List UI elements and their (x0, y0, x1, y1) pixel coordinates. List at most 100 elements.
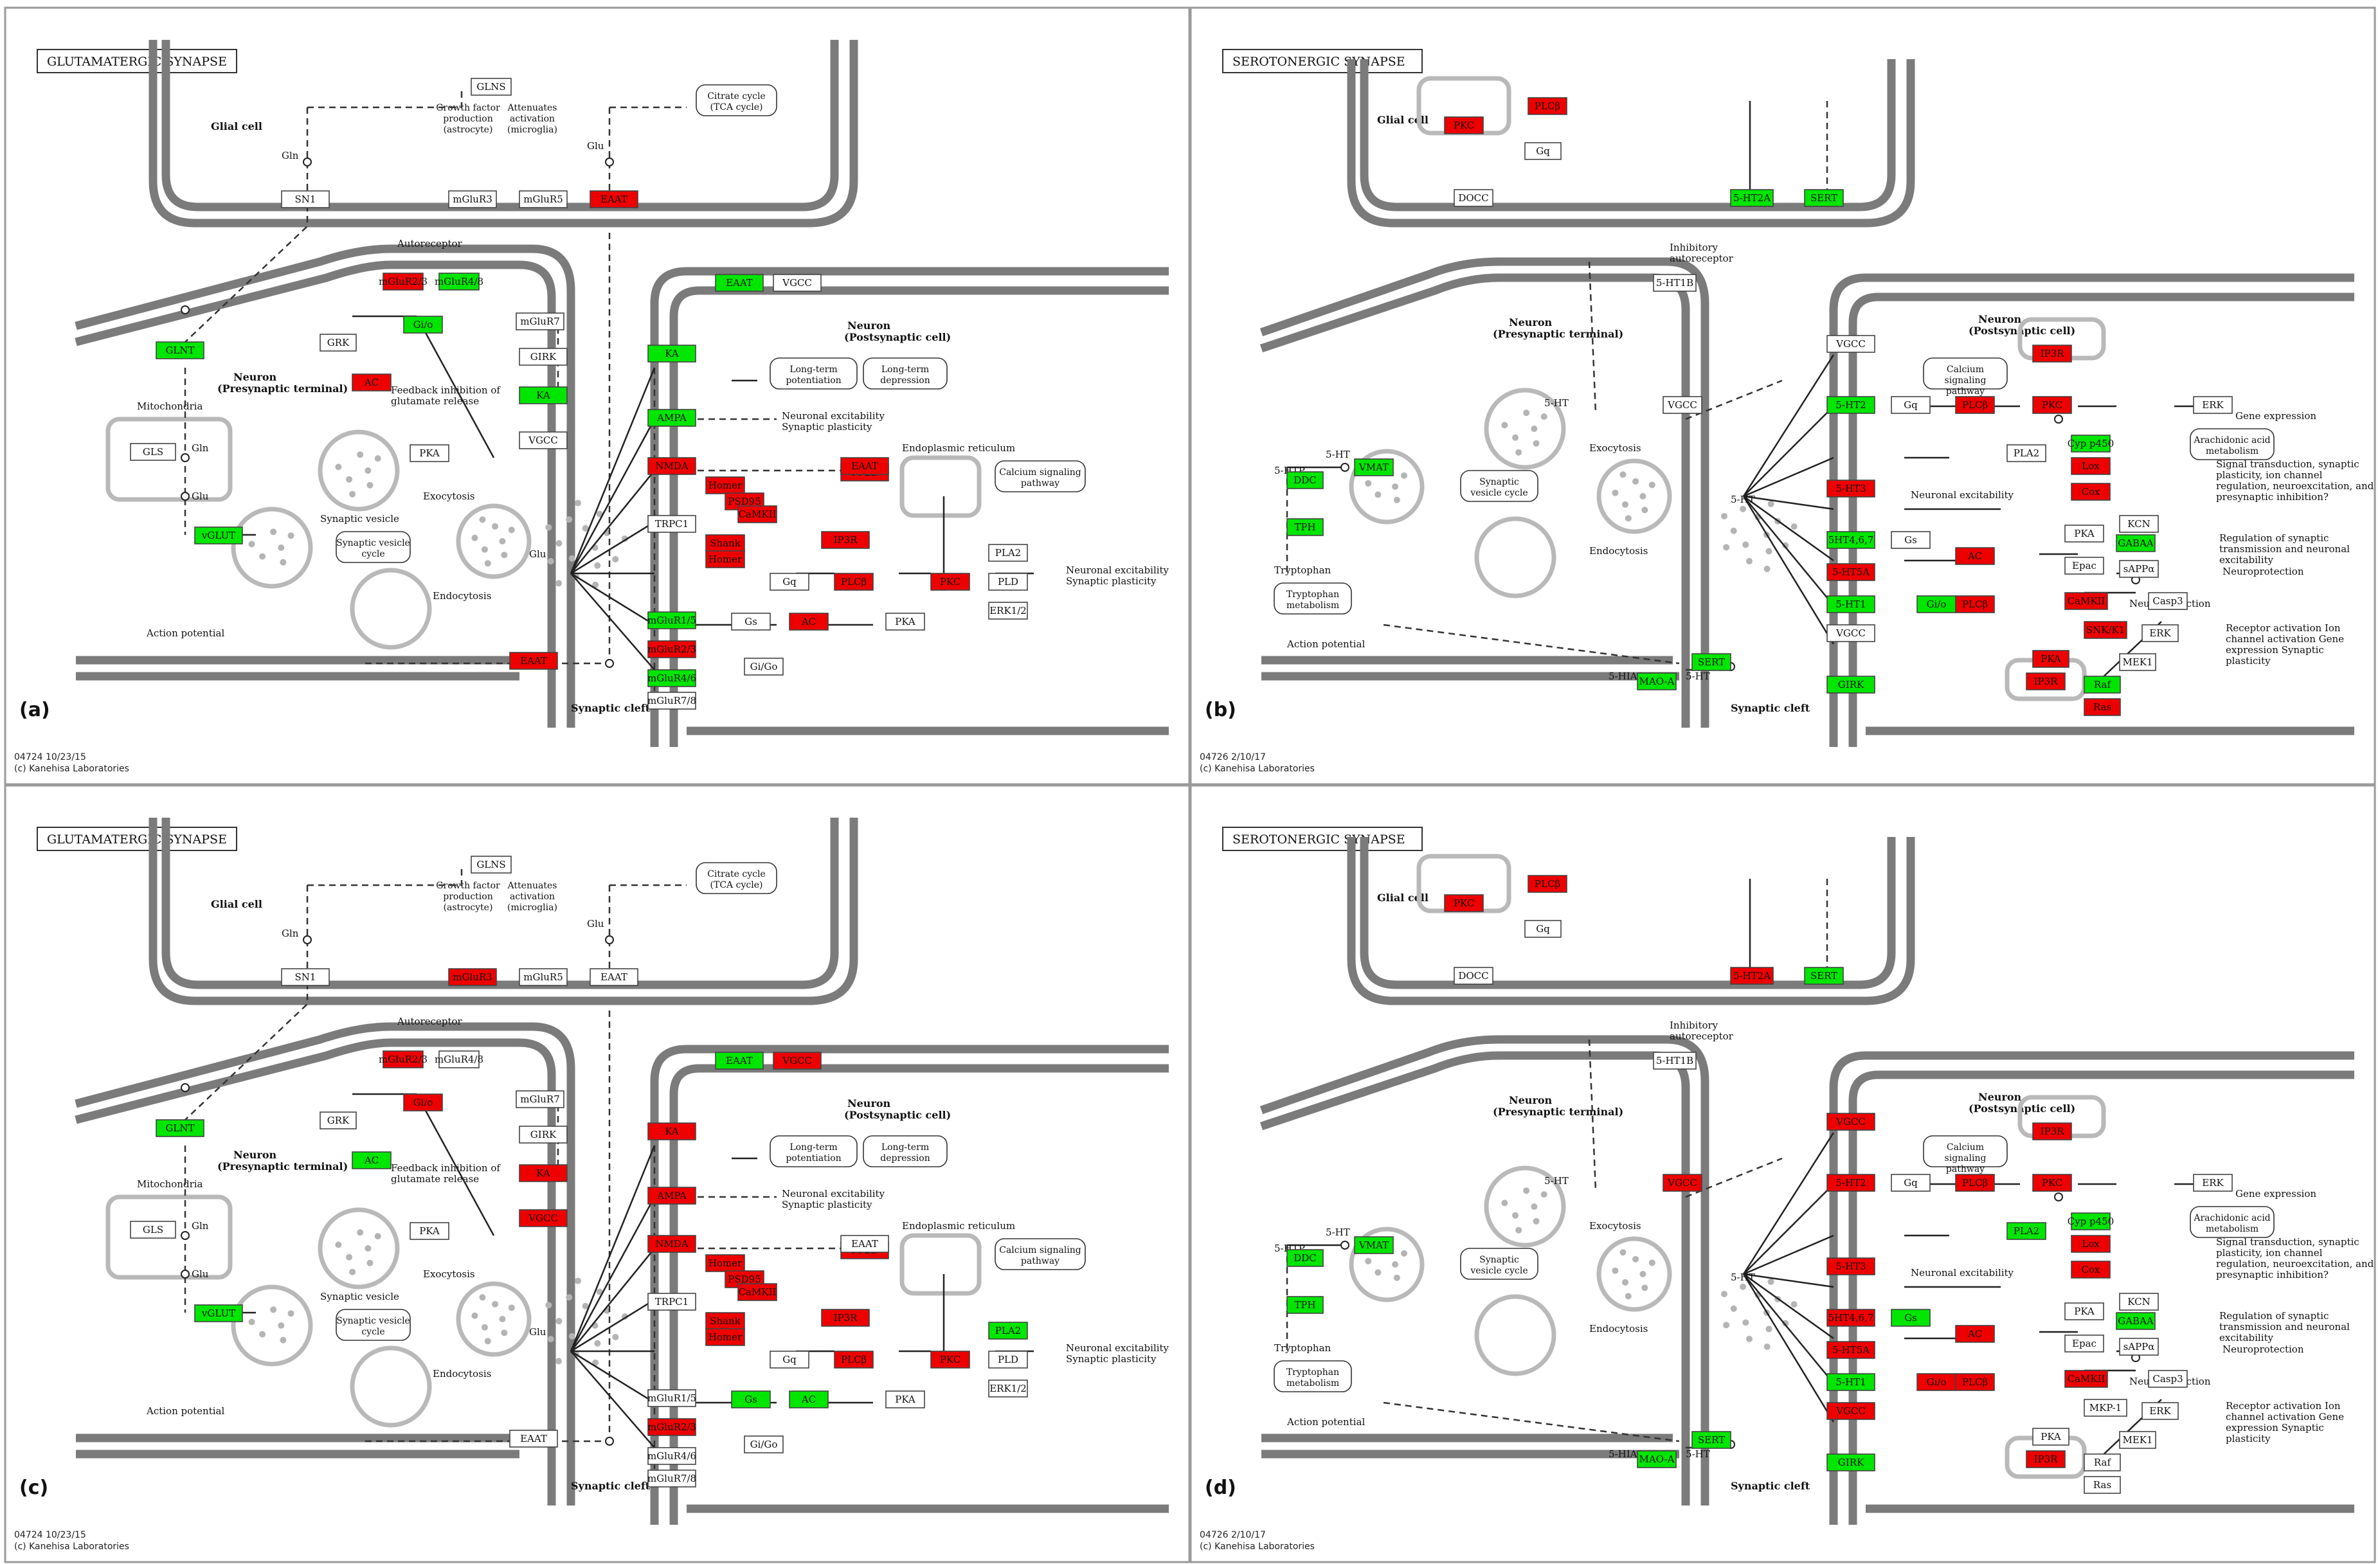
gene-mek[interactable]: MEK1 (2119, 653, 2156, 671)
gene-mglur2_3[interactable]: mGluR2/3 (379, 273, 428, 291)
gene-pka_pre[interactable]: PKA (410, 444, 449, 462)
gene-epac[interactable]: Epac (2064, 1335, 2104, 1353)
gene-sn1[interactable]: SN1 (281, 968, 330, 986)
gene-plc2[interactable]: PLCβ (1955, 595, 1995, 613)
gene-ht4[interactable]: 5HT4,6,7 (1826, 531, 1875, 549)
gene-vglut[interactable]: vGLUT (194, 526, 243, 544)
gene-ht3[interactable]: 5-HT3 (1826, 1257, 1875, 1275)
gene-pka2[interactable]: PKA (2032, 650, 2069, 668)
gene-pka2[interactable]: PKA (2032, 1428, 2069, 1446)
gene-pla2[interactable]: PLA2 (988, 1322, 1028, 1340)
gene-nmda[interactable]: NMDA (647, 457, 696, 475)
gene-sappa[interactable]: sAPPα (2119, 1338, 2159, 1356)
gene-mglur2_8[interactable]: mGluR2/3 (647, 640, 696, 658)
gene-ddc[interactable]: DDC (1286, 1249, 1324, 1267)
gene-gq[interactable]: Gq (770, 573, 809, 591)
gene-kcn[interactable]: KCN (2119, 1293, 2159, 1311)
gene-eaat_pre[interactable]: EAAT (509, 652, 558, 670)
gene-sert_pre[interactable]: SERT (1691, 1431, 1731, 1449)
gene-ip3r2[interactable]: IP3R (2026, 1450, 2066, 1468)
gene-ddc[interactable]: DDC (1286, 471, 1324, 489)
gene-mglur4_6[interactable]: mGluR4/6 (647, 669, 696, 687)
gene-cyp[interactable]: Cyp p450 (2068, 435, 2114, 453)
gene-pla2[interactable]: PLA2 (988, 544, 1028, 562)
gene-ht4[interactable]: 5HT4,6,7 (1826, 1309, 1875, 1327)
gene-vgcc_post[interactable]: VGCC (773, 1052, 822, 1070)
gene-glns[interactable]: GLNS (471, 856, 512, 874)
gene-eaat_post[interactable]: EAAT (715, 1052, 764, 1070)
gene-raf[interactable]: Raf (2084, 676, 2121, 694)
gene-vmat[interactable]: VMAT (1354, 458, 1394, 476)
gene-lox[interactable]: Lox (2071, 457, 2111, 475)
gene-plc2[interactable]: PLCβ (1955, 1373, 1995, 1391)
gene-plc[interactable]: PLCβ (834, 1351, 874, 1369)
gene-ac[interactable]: AC (789, 1390, 829, 1408)
gene-gio[interactable]: Gi/o (1916, 595, 1956, 613)
gene-vmat[interactable]: VMAT (1354, 1236, 1394, 1254)
gene-ht1[interactable]: 5-HT1 (1826, 1373, 1875, 1391)
gene-vglut[interactable]: vGLUT (194, 1304, 243, 1322)
gene-glns[interactable]: GLNS (471, 78, 512, 96)
gene-vgcc1[interactable]: VGCC (1826, 335, 1875, 353)
gene-ip3r[interactable]: IP3R (821, 1309, 870, 1327)
gene-gi_o[interactable]: Gi/o (403, 1093, 443, 1111)
gene-mglur3[interactable]: mGluR3 (448, 190, 497, 208)
gene-docc[interactable]: DOCC (1454, 189, 1493, 207)
gene-ht2[interactable]: 5-HT2 (1826, 396, 1875, 414)
gene-docc[interactable]: DOCC (1454, 967, 1493, 985)
gene-mglur1_5[interactable]: mGluR1/5 (647, 611, 696, 629)
gene-lox[interactable]: Lox (2071, 1235, 2111, 1253)
gene-ac[interactable]: AC (1955, 1325, 1995, 1343)
gene-plc[interactable]: PLCβ (834, 573, 874, 591)
gene-pkc[interactable]: PKC (930, 573, 970, 591)
gene-cox[interactable]: Cox (2071, 1261, 2111, 1279)
gene-mglur4_6[interactable]: mGluR4/6 (647, 1447, 696, 1465)
gene-cyp[interactable]: Cyp p450 (2068, 1212, 2114, 1230)
gene-gls[interactable]: GLS (130, 1221, 176, 1239)
gene-mglur_post[interactable]: mGluR7/8 (647, 1470, 696, 1488)
gene-maoa[interactable]: MAO-A (1637, 1450, 1677, 1468)
gene-pld[interactable]: PLD (988, 573, 1028, 591)
gene-ht5[interactable]: 5-HT5A (1826, 563, 1875, 581)
gene-camkii[interactable]: SNK/K1 (2084, 621, 2127, 639)
gene-gabaa[interactable]: GABAA (2116, 1312, 2156, 1330)
gene-glnt[interactable]: GLNT (156, 341, 204, 359)
gene-pka_pre[interactable]: PKA (410, 1222, 449, 1240)
gene-mglur4_8[interactable]: mGluR4/8 (435, 273, 483, 291)
gene-vgcc2[interactable]: VGCC (1826, 1402, 1875, 1420)
gene-mglur7[interactable]: mGluR7 (516, 312, 564, 330)
gene-pkc_g[interactable]: PKC (1444, 894, 1484, 912)
gene-sert_pre[interactable]: SERT (1691, 653, 1731, 671)
gene-gq[interactable]: Gq (1891, 1174, 1931, 1192)
gene-pkcb[interactable]: PKC (2032, 396, 2072, 414)
gene-gs[interactable]: Gs (1891, 1309, 1931, 1327)
gene-ht3[interactable]: 5-HT3 (1826, 480, 1875, 498)
gene-ip3r[interactable]: IP3R (2032, 1122, 2072, 1140)
gene-ka_pre[interactable]: KA (519, 386, 568, 404)
gene-ras[interactable]: Ras (2084, 1476, 2121, 1494)
gene-gio[interactable]: Gi/o (1916, 1373, 1956, 1391)
gene-pka[interactable]: PKA (2064, 525, 2104, 543)
gene-vgcc2[interactable]: VGCC (1826, 624, 1875, 642)
gene-casp3[interactable]: Casp3 (2148, 592, 2188, 610)
gene-ip3r[interactable]: IP3R (2032, 345, 2072, 363)
gene-glnt[interactable]: GLNT (156, 1119, 204, 1137)
gene-homer[interactable]: Homer (705, 1254, 745, 1272)
gene-erk[interactable]: ERK (2193, 396, 2233, 414)
gene-gabaa[interactable]: GABAA (2116, 534, 2156, 552)
gene-cox[interactable]: Cox (2071, 483, 2111, 501)
gene-gi_go[interactable]: Gi/Go (744, 1435, 784, 1453)
gene-shank[interactable]: Shank (705, 1312, 745, 1330)
gene-homer[interactable]: Homer (705, 476, 745, 494)
gene-girk[interactable]: GIRK (519, 348, 568, 366)
gene-erk[interactable]: ERK1/2 (988, 1380, 1028, 1398)
gene-ac[interactable]: AC (789, 613, 829, 631)
gene-pkc[interactable]: PKC (930, 1351, 970, 1369)
gene-gq_g[interactable]: Gq (1524, 142, 1562, 160)
gene-erkbox[interactable]: ERK (2141, 624, 2179, 642)
gene-mglur_post[interactable]: mGluR7/8 (647, 692, 696, 710)
gene-ac_pre[interactable]: AC (352, 1151, 392, 1169)
gene-eaat_top[interactable]: EAAT (590, 190, 638, 208)
gene-camkii[interactable]: MKP-1 (2084, 1399, 2127, 1417)
gene-girk[interactable]: GIRK (1826, 676, 1875, 694)
